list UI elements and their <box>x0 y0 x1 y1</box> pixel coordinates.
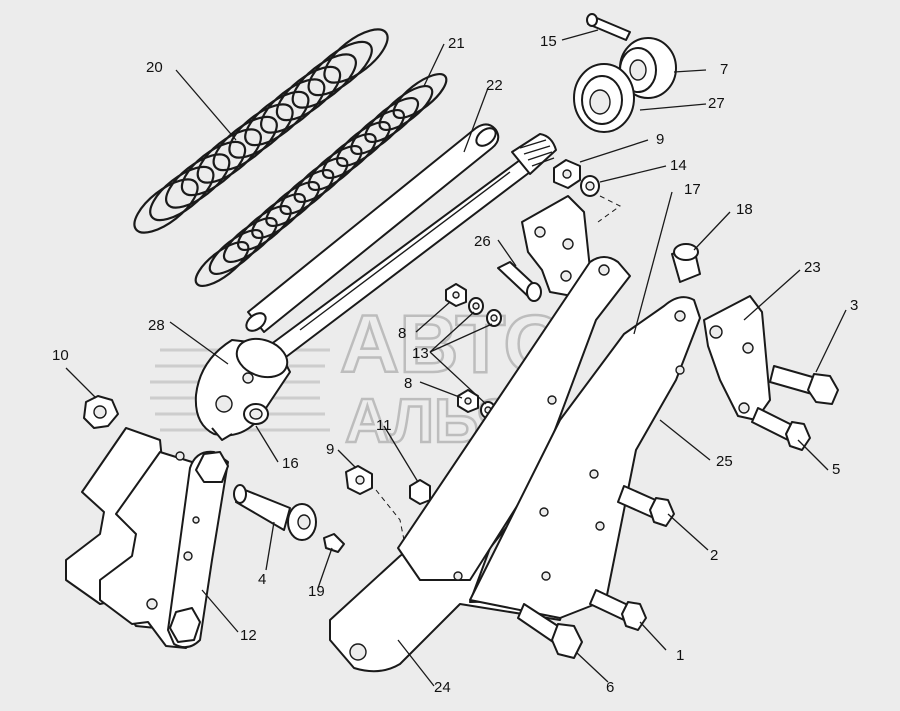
spring-coil <box>212 115 278 172</box>
bolt-2 <box>617 485 675 527</box>
callout-25: 25 <box>716 453 733 470</box>
callout-20: 20 <box>146 59 163 76</box>
callout-28: 28 <box>148 317 165 334</box>
callout-18: 18 <box>736 201 753 218</box>
spring-coil <box>291 53 357 109</box>
callout-9-lower: 9 <box>326 441 334 458</box>
washers-13-upper <box>468 297 502 327</box>
spring-coil <box>350 109 405 155</box>
spring-cup-27 <box>573 63 635 133</box>
nut-10 <box>83 395 119 429</box>
spring-coil <box>251 193 306 239</box>
bushing-18 <box>671 243 701 283</box>
spring-coil <box>165 153 231 209</box>
spring-coil <box>149 165 215 222</box>
bolt-6 <box>517 603 583 659</box>
spring-coil <box>244 90 310 147</box>
spring-coil <box>307 145 363 191</box>
callout-23: 23 <box>804 259 821 276</box>
assembly-line-upper <box>597 195 621 223</box>
callout-10: 10 <box>52 347 69 364</box>
callout-1: 1 <box>676 647 684 664</box>
bolt-3 <box>769 365 839 405</box>
spring-large <box>133 28 389 234</box>
leader-lines <box>65 29 847 687</box>
nut-9-upper <box>553 159 581 189</box>
callout-21: 21 <box>448 35 465 52</box>
nut-8-upper <box>445 283 467 307</box>
link-plate-25 <box>397 256 701 619</box>
washer-14 <box>580 175 600 197</box>
spring-coil <box>194 241 250 287</box>
bracket-23 <box>703 295 771 421</box>
nut-11 <box>409 479 431 505</box>
spring-coil <box>392 73 448 119</box>
callout-7: 7 <box>720 61 728 78</box>
spring-coil <box>293 157 349 203</box>
callout-26: 26 <box>474 233 491 250</box>
spring-coil <box>279 169 335 215</box>
callout-8-upper: 8 <box>398 325 406 342</box>
spring-coil <box>208 229 264 275</box>
callout-labels: 1 2 3 4 5 6 7 8 8 9 9 10 11 12 13 14 15 … <box>52 33 858 696</box>
spring-small <box>194 73 448 287</box>
spring-coil <box>336 121 391 167</box>
callout-6: 6 <box>606 679 614 696</box>
spring-coil <box>228 103 294 159</box>
callout-22: 22 <box>486 77 503 94</box>
callout-24: 24 <box>434 679 451 696</box>
spring-coil <box>307 40 373 97</box>
assembly-line-lower <box>375 489 405 541</box>
callout-16: 16 <box>282 455 299 472</box>
callout-5: 5 <box>832 461 840 478</box>
nut-9-lower <box>345 465 373 495</box>
callout-8-lower: 8 <box>404 375 412 392</box>
spring-coil <box>321 133 377 179</box>
callout-4: 4 <box>258 571 266 588</box>
plate-12 <box>167 450 229 649</box>
callout-27: 27 <box>708 95 725 112</box>
spring-coil <box>364 97 420 143</box>
spring-coil <box>133 178 199 234</box>
callout-11: 11 <box>376 417 392 434</box>
tube <box>245 123 500 333</box>
rod-end-bracket <box>194 337 291 441</box>
pin-4 <box>233 484 317 541</box>
callout-13: 13 <box>412 345 429 362</box>
stud-26 <box>497 261 542 302</box>
callout-2: 2 <box>710 547 718 564</box>
spring-coil <box>196 128 262 184</box>
spring-coil <box>180 140 247 197</box>
spring-coil <box>222 217 278 263</box>
grease-fitting-19 <box>323 533 345 553</box>
spring-coil <box>260 78 326 134</box>
bolt-5 <box>751 407 811 451</box>
callout-3: 3 <box>850 297 858 314</box>
callout-17: 17 <box>684 181 701 198</box>
callout-14: 14 <box>670 157 687 174</box>
split-pin-15 <box>586 13 631 41</box>
spring-coil <box>275 65 342 122</box>
bushing-16 <box>243 403 269 425</box>
spring-coil <box>265 181 321 227</box>
callout-15: 15 <box>540 33 557 50</box>
spring-coil <box>237 205 292 251</box>
spring-coil <box>378 85 434 131</box>
spring-coil <box>323 28 389 84</box>
callout-9-upper: 9 <box>656 131 664 148</box>
callout-19: 19 <box>308 583 325 600</box>
callout-12: 12 <box>240 627 257 644</box>
bolt-1 <box>589 589 647 631</box>
